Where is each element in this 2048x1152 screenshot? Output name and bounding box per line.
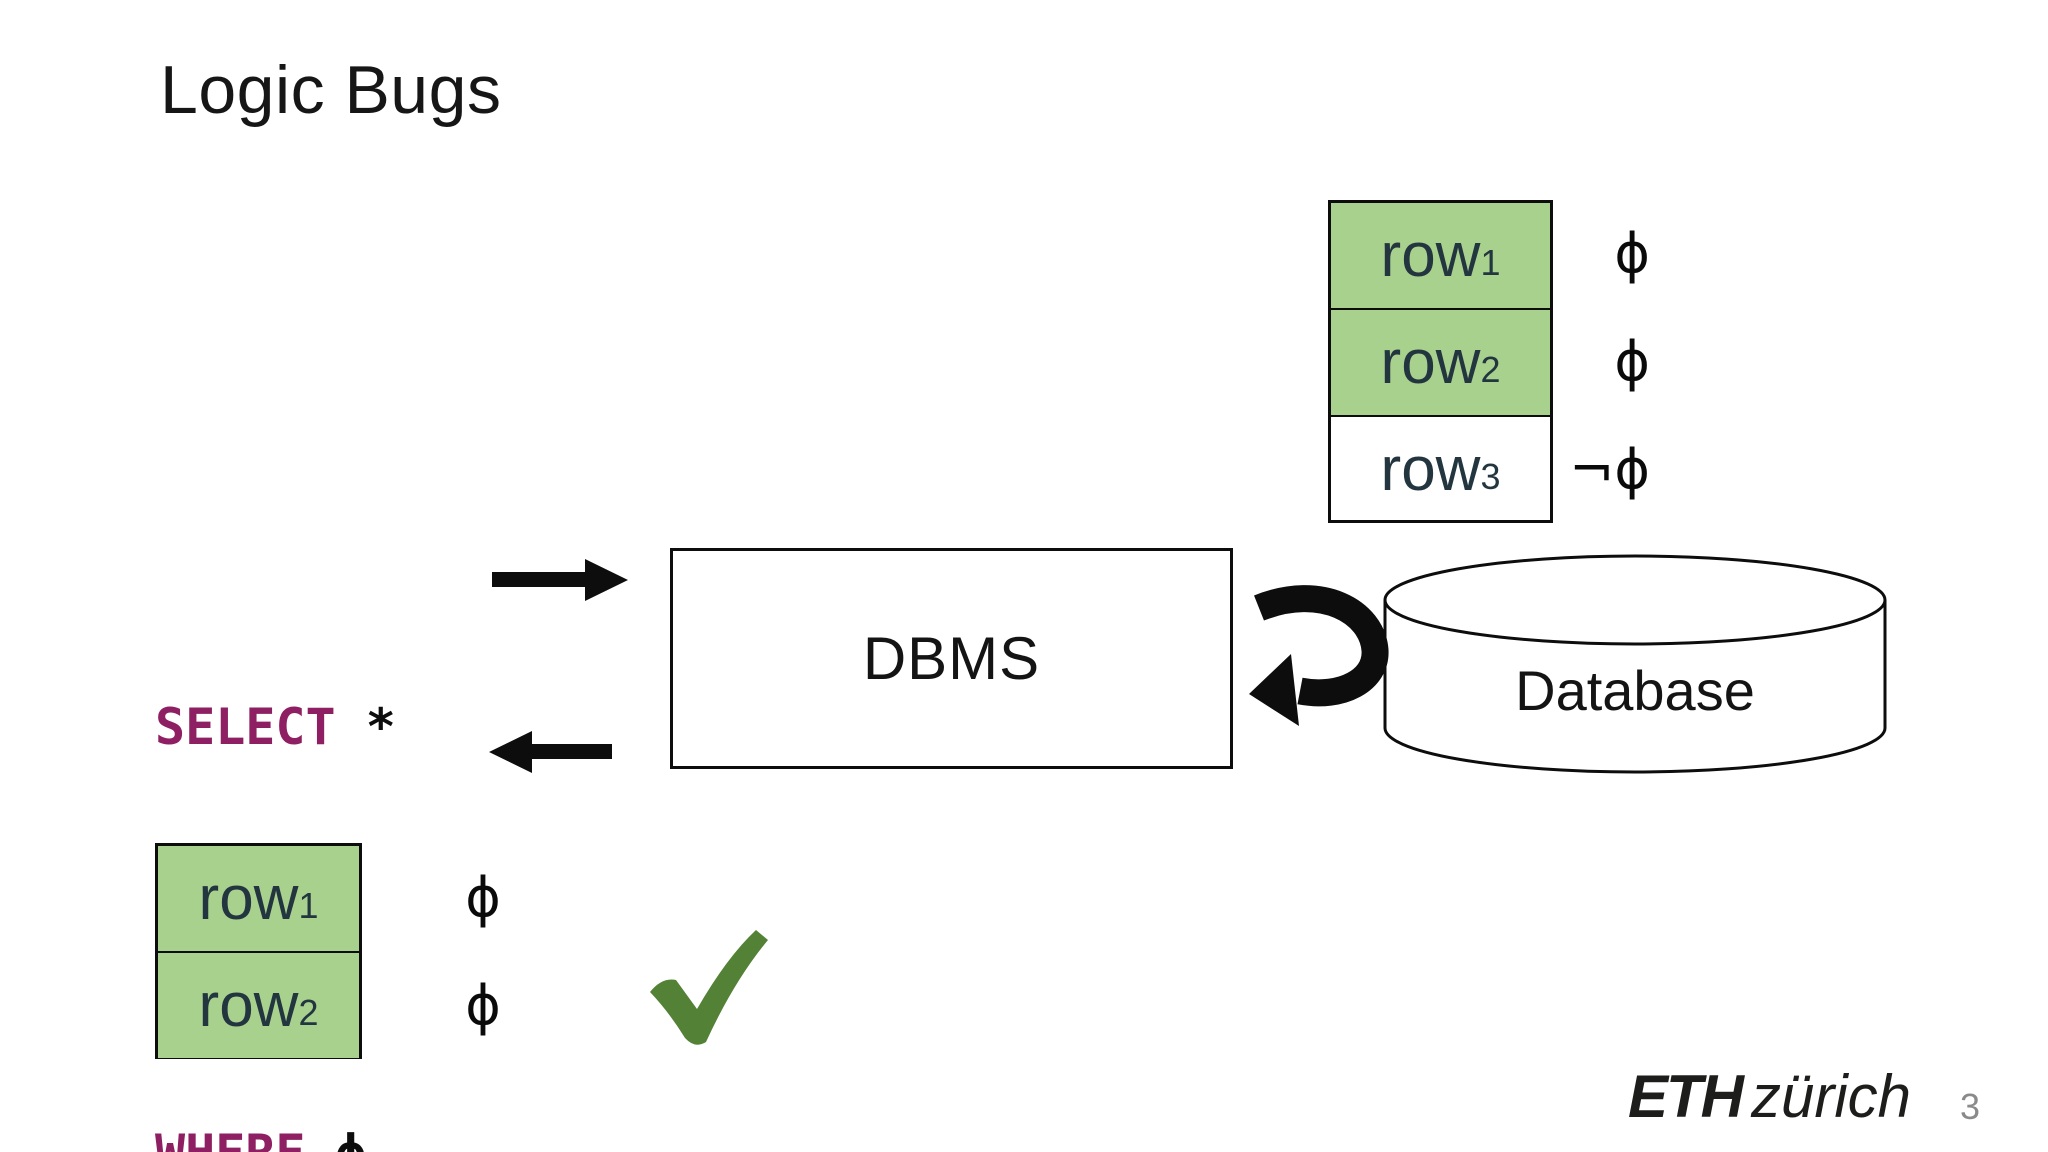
sql-argument: ϕ [306, 1124, 366, 1152]
arrow-right-icon [492, 559, 628, 601]
dbms-database-curved-arrow-icon [1249, 585, 1389, 726]
sql-keyword: WHERE [155, 1124, 306, 1152]
predicate-label: ϕ [465, 865, 501, 929]
predicate-column-bottom: ϕ ϕ [433, 843, 533, 1059]
predicate-column-top: ϕ ϕ ¬ϕ [1490, 200, 1655, 523]
page-number: 3 [1960, 1086, 1981, 1127]
row-label: row [198, 971, 299, 1040]
logo-eth-text: ETH [1628, 1063, 1744, 1130]
sql-line: WHERE ϕ [155, 1118, 396, 1152]
arrow-left-icon [489, 731, 612, 773]
predicate-label: ¬ϕ [1569, 437, 1650, 501]
row-label: row [1380, 435, 1481, 504]
checkmark-icon [650, 930, 768, 1045]
sql-keyword: SELECT [155, 698, 336, 756]
predicate-label: ϕ [465, 973, 501, 1037]
predicate-label: ϕ [1614, 222, 1650, 286]
row-label: row [1380, 221, 1481, 290]
row-label: row [1380, 328, 1481, 397]
dbms-box: DBMS [670, 548, 1233, 769]
dbms-label: DBMS [862, 625, 1041, 692]
sql-line: SELECT * [155, 692, 396, 763]
sql-argument: * [335, 698, 396, 756]
database-label: Database [1515, 659, 1755, 722]
row-label: row [198, 864, 299, 933]
page-title: Logic Bugs [160, 52, 502, 128]
predicate-label: ϕ [1614, 330, 1650, 393]
logo-zurich-text: zürich [1751, 1063, 1912, 1130]
